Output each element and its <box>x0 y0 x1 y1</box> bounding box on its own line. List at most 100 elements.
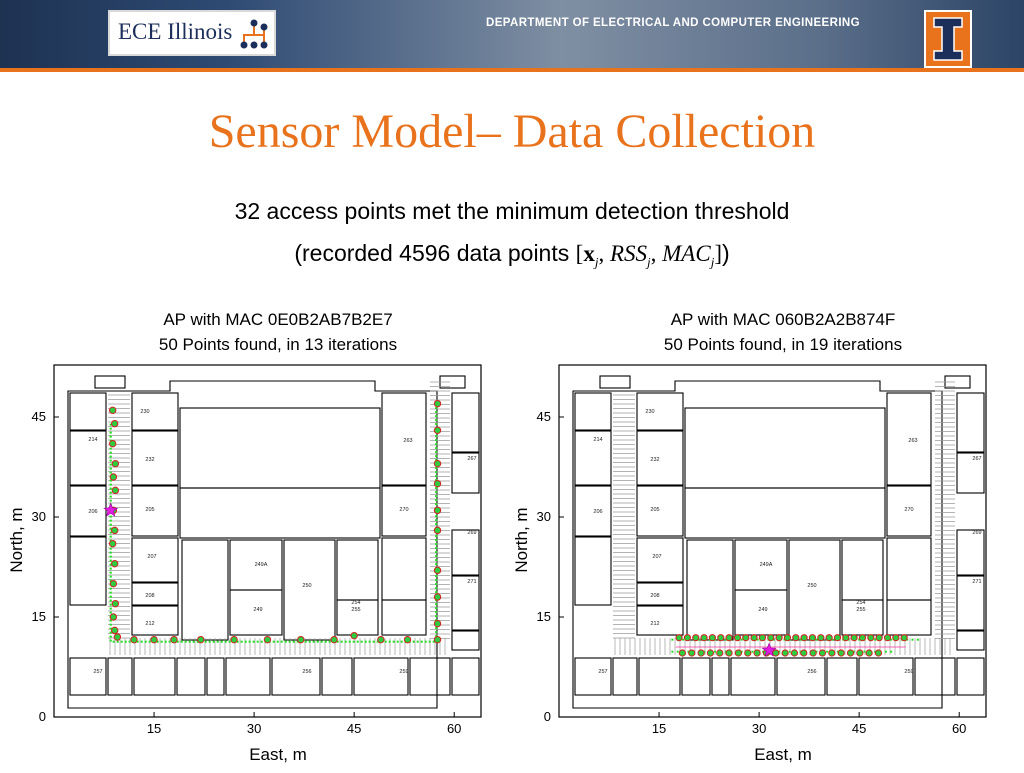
room <box>451 392 480 453</box>
path-sample <box>858 638 861 641</box>
x-tick-label: 30 <box>752 721 766 736</box>
room-label: 257 <box>598 669 607 675</box>
detection-point <box>758 634 767 642</box>
room-label: 250 <box>807 583 816 589</box>
detection-point <box>856 649 864 657</box>
detection-point <box>858 634 867 642</box>
path-sample <box>682 638 685 641</box>
x-tick-label: 45 <box>852 721 866 736</box>
y-axis-label: North, m <box>7 507 26 572</box>
room <box>574 430 612 486</box>
detection-point <box>767 634 775 642</box>
x-tick-label: 60 <box>952 721 966 736</box>
room-label: 207 <box>652 554 661 560</box>
path-sample <box>863 650 866 653</box>
detection-point <box>753 649 761 657</box>
subtitle-data-points-suffix: ) <box>721 240 730 266</box>
detection-point <box>744 649 752 657</box>
detection-point <box>113 633 122 641</box>
room <box>730 657 776 696</box>
room-label: 256 <box>302 669 311 675</box>
room <box>451 657 480 696</box>
detection-point <box>297 635 305 644</box>
room-label: 263 <box>908 438 917 444</box>
detection-point <box>817 634 825 642</box>
room <box>131 392 179 431</box>
detection-point <box>775 634 783 642</box>
room-label: 254 <box>351 600 360 606</box>
plot-title-line2: 50 Points found, in 19 iterations <box>664 335 902 354</box>
plot-title-line1: AP with MAC 060B2A2B874F <box>671 310 896 329</box>
room <box>206 657 225 696</box>
room <box>283 539 336 641</box>
y-tick-label: 45 <box>32 409 46 424</box>
x-axis-label: East, m <box>249 745 307 764</box>
plot-title-line1: AP with MAC 0E0B2AB7B2E7 <box>163 310 392 329</box>
slide-title: Sensor Model– Data Collection <box>208 105 816 158</box>
room <box>133 657 176 696</box>
room <box>176 657 206 696</box>
room <box>179 487 381 539</box>
room <box>381 392 427 486</box>
detection-point <box>716 649 724 657</box>
plot-title-line2: 50 Points found, in 13 iterations <box>159 335 397 354</box>
detection-point <box>675 634 683 642</box>
detection-point <box>111 486 120 495</box>
room-label: 269 <box>972 530 981 536</box>
path-sample <box>671 650 674 653</box>
path-sample <box>751 650 754 653</box>
room-label: 255 <box>351 607 360 613</box>
detection-point <box>110 559 119 568</box>
detection-point <box>850 634 858 642</box>
detection-point <box>734 649 743 657</box>
path-sample <box>831 638 834 641</box>
ece-illinois-logo[interactable]: ECE Illinois <box>108 10 276 56</box>
detection-point <box>108 539 117 548</box>
room-label: 214 <box>593 437 602 443</box>
room <box>886 392 932 486</box>
room-label: 259 <box>904 669 913 675</box>
path-sample <box>740 638 743 641</box>
corridor-hatching <box>108 381 450 655</box>
x-axis-label: East, m <box>754 745 812 764</box>
path-sample <box>874 638 877 641</box>
subtitle-data-points: (recorded 4596 data points [xj, RSSj, MA… <box>0 240 1024 271</box>
subtitle-access-points: 32 access points met the minimum detecti… <box>234 198 790 224</box>
path-sample <box>772 638 775 641</box>
data-point-formula: [xj, RSSj, MACj] <box>575 241 722 270</box>
room <box>776 657 826 696</box>
room <box>636 485 684 537</box>
plot-ap-060b2a2b874f: AP with MAC 060B2A2B874F 50 Points found… <box>505 300 1005 768</box>
detection-point <box>706 649 715 657</box>
path-sample <box>890 650 893 653</box>
room <box>271 657 321 696</box>
room <box>409 657 451 696</box>
room-label: 249A <box>760 562 773 568</box>
room <box>69 485 107 537</box>
detection-point <box>110 526 119 535</box>
room-label: 249 <box>758 607 767 613</box>
collected-path <box>109 401 438 643</box>
path-sample <box>724 638 727 641</box>
detection-point <box>433 526 442 535</box>
y-axis-label: North, m <box>512 507 531 572</box>
room-label: 205 <box>650 507 659 513</box>
path-sample <box>826 650 829 653</box>
room-label: 208 <box>650 593 659 599</box>
detection-point <box>433 399 442 408</box>
detection-point <box>108 406 117 415</box>
detection-point <box>433 619 442 628</box>
university-block-i-logo[interactable] <box>924 10 972 68</box>
room <box>574 536 612 606</box>
room <box>574 485 612 537</box>
detection-point <box>833 634 842 642</box>
y-tick-label: 30 <box>537 509 551 524</box>
room-label: 230 <box>645 409 654 415</box>
x-tick-label: 30 <box>247 721 261 736</box>
path-sample <box>698 638 701 641</box>
detection-point <box>109 579 118 588</box>
room-label: 270 <box>904 507 913 513</box>
detection-point <box>809 649 817 657</box>
ap-estimate-star <box>761 642 777 657</box>
detection-point <box>263 635 272 644</box>
